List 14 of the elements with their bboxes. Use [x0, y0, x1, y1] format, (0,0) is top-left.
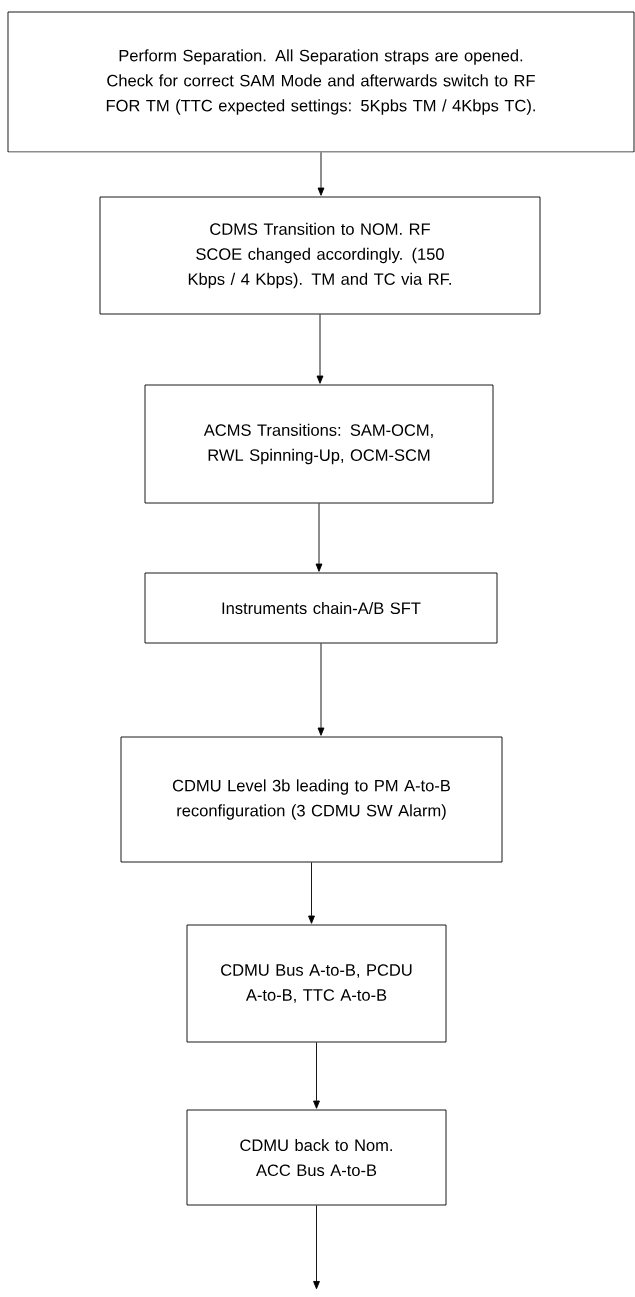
- arrow: [313, 1042, 320, 1109]
- process-box: ACMS Transitions: SAM-OCM, RWL Spinning-Up, OCM-SCM: [144, 384, 494, 504]
- arrow: [308, 862, 315, 924]
- process-box: Perform Separation. All Separation straps are opened. Check for correct SAM Mode and afterwards switch to RF FOR TM (TTC expected settings: 5Kpbs TM / 4Kbps TC).: [7, 11, 635, 153]
- arrow: [317, 643, 325, 736]
- arrow: [317, 152, 325, 196]
- process-box: CDMU back to Nom. ACC Bus A-to-B: [186, 1109, 447, 1206]
- process-box: CDMS Transition to NOM. RF SCOE changed accordingly. (150 Kbps / 4 Kbps). TM and TC via RF.: [99, 196, 541, 315]
- process-box: Instruments chain-A/B SFT: [144, 572, 498, 644]
- process-box: CDMU Level 3b leading to PM A-to-B reconfiguration (3 CDMU SW Alarm): [120, 736, 503, 863]
- arrow: [313, 1205, 320, 1290]
- arrow: [315, 503, 323, 572]
- arrow: [316, 314, 324, 384]
- process-box: CDMU Bus A-to-B, PCDU A-to-B, TTC A-to-B: [186, 924, 447, 1043]
